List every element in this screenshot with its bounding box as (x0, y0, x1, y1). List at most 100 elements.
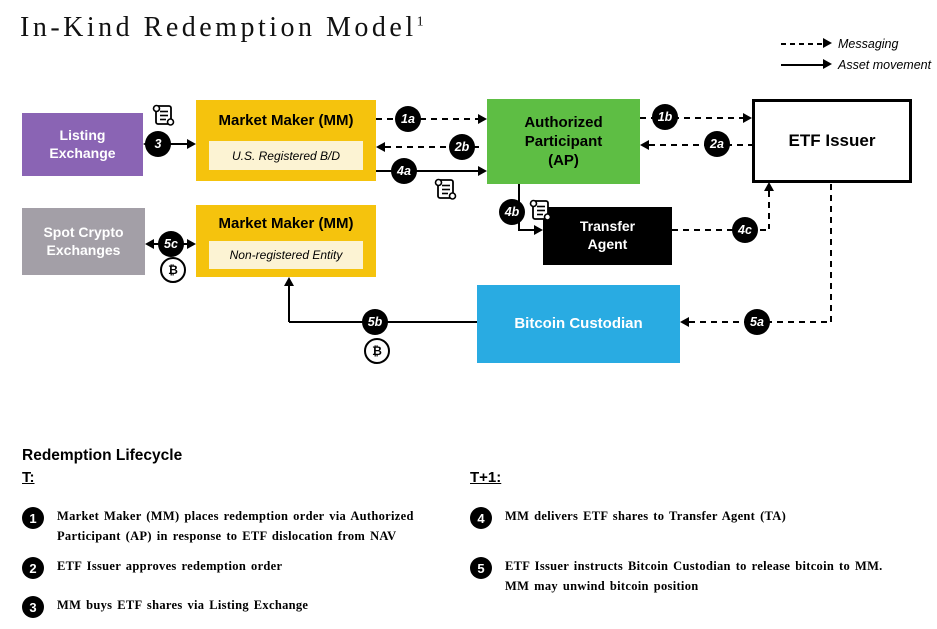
badge-5b: 5b (362, 309, 388, 335)
item-text-line: Participant (AP) in response to ETF disl… (57, 529, 397, 543)
line-5b-vertical (288, 286, 290, 322)
legend-asset-row: Asset movement (781, 57, 931, 73)
node-title: Market Maker (MM) (218, 215, 354, 232)
node-label: Participant (524, 132, 603, 150)
item-text: ETF Issuer instructs Bitcoin Custodian t… (505, 556, 883, 596)
node-market-maker-bottom: Market Maker (MM) Non-registered Entity (196, 205, 376, 277)
item-text: Market Maker (MM) places redemption orde… (57, 506, 414, 546)
arrowhead-1a (478, 114, 487, 124)
node-label: Authorized (524, 113, 603, 131)
badge-1b: 1b (652, 104, 678, 130)
line-1b (640, 117, 743, 119)
node-label: Transfer (579, 218, 636, 235)
scroll-icon-4a (433, 176, 458, 208)
item-text-line: MM buys ETF shares via Listing Exchange (57, 598, 309, 612)
page-title-text: In-Kind Redemption Model (20, 12, 417, 43)
line-2a (649, 144, 752, 146)
node-market-maker-top: Market Maker (MM) U.S. Registered B/D (196, 100, 376, 181)
node-transfer-agent: Transfer Agent (543, 207, 672, 265)
badge-1a: 1a (395, 106, 421, 132)
badge-4a: 4a (391, 158, 417, 184)
line-2b (385, 146, 479, 148)
item-text-line: MM delivers ETF shares to Transfer Agent… (505, 509, 787, 523)
item-number-badge: 5 (470, 557, 492, 579)
line-4b-horizontal (518, 229, 534, 231)
item-text-line: MM may unwind bitcoin position (505, 579, 699, 593)
item-text: MM delivers ETF shares to Transfer Agent… (505, 506, 786, 526)
title-footnote-marker: 1 (416, 14, 424, 30)
lifecycle-item-2: 2 ETF Issuer approves redemption order (22, 556, 452, 579)
node-label: Spot Crypto (43, 223, 124, 240)
item-number-badge: 2 (22, 557, 44, 579)
arrowhead-5c-left (145, 239, 154, 249)
badge-5a: 5a (744, 309, 770, 335)
arrowhead-2b (376, 142, 385, 152)
node-title: Market Maker (MM) (218, 112, 354, 129)
node-label: Agent (587, 236, 628, 252)
badge-2a: 2a (704, 131, 730, 157)
line-4c-vertical (768, 191, 770, 229)
lifecycle-heading: Redemption Lifecycle (22, 447, 183, 464)
lifecycle-item-1: 1 Market Maker (MM) places redemption or… (22, 506, 452, 546)
lifecycle-item-4: 4 MM delivers ETF shares to Transfer Age… (470, 506, 935, 529)
badge-4c: 4c (732, 217, 758, 243)
arrowhead-5b (284, 277, 294, 286)
badge-3: 3 (145, 131, 171, 157)
arrowhead-5c-right (187, 239, 196, 249)
lifecycle-item-5: 5 ETF Issuer instructs Bitcoin Custodian… (470, 556, 935, 596)
line-1a (376, 118, 478, 120)
scroll-icon-4b (528, 197, 553, 229)
node-label: Listing (59, 126, 106, 143)
node-etf-issuer: ETF Issuer (752, 99, 912, 183)
item-number-badge: 3 (22, 596, 44, 618)
item-text: ETF Issuer approves redemption order (57, 556, 282, 576)
bitcoin-icon-5b: ₿ (364, 338, 390, 364)
line-4c-horizontal (672, 229, 769, 231)
dashed-line (781, 43, 823, 45)
arrowhead (823, 38, 832, 48)
bitcoin-symbol: ₿ (168, 263, 178, 277)
node-subtitle: U.S. Registered B/D (209, 141, 363, 170)
node-listing-exchange: Listing Exchange (22, 113, 143, 176)
legend-messaging-row: Messaging (781, 36, 931, 52)
legend-messaging-label: Messaging (838, 37, 899, 51)
badge-5c: 5c (158, 231, 184, 257)
node-spot-crypto-exchanges: Spot Crypto Exchanges (22, 208, 145, 275)
item-text: MM buys ETF shares via Listing Exchange (57, 595, 308, 615)
node-label: Exchange (49, 144, 116, 161)
arrowhead-5a (680, 317, 689, 327)
lifecycle-column-header-t: T: (22, 469, 35, 486)
arrowhead (823, 59, 832, 69)
lifecycle-column-header-t1: T+1: (470, 469, 502, 486)
page-title: In-Kind Redemption Model1 (20, 12, 424, 44)
node-label: ETF Issuer (788, 131, 876, 151)
messaging-dashed-arrow-icon (781, 36, 832, 52)
bitcoin-icon-5c: ₿ (160, 257, 186, 283)
item-text-line: ETF Issuer approves redemption order (57, 559, 283, 573)
lifecycle-item-3: 3 MM buys ETF shares via Listing Exchang… (22, 595, 452, 618)
solid-line (781, 64, 823, 66)
arrowhead-4c (764, 182, 774, 191)
line-5a-vertical (830, 184, 832, 322)
node-label: Bitcoin Custodian (514, 315, 643, 333)
arrowhead-4b (534, 225, 543, 235)
scroll-icon-step3 (151, 102, 176, 134)
node-bitcoin-custodian: Bitcoin Custodian (477, 285, 680, 363)
item-text-line: ETF Issuer instructs Bitcoin Custodian t… (505, 559, 883, 573)
badge-4b: 4b (499, 199, 525, 225)
line-4a (376, 170, 478, 172)
node-authorized-participant: Authorized Participant (AP) (487, 99, 640, 184)
node-subtitle: Non-registered Entity (209, 241, 363, 269)
bitcoin-symbol: ₿ (372, 344, 382, 358)
node-label: Exchanges (46, 241, 121, 258)
node-label: (AP) (548, 152, 579, 170)
item-text-line: Market Maker (MM) places redemption orde… (57, 509, 414, 523)
item-number-badge: 1 (22, 507, 44, 529)
badge-2b: 2b (449, 134, 475, 160)
legend-asset-label: Asset movement (838, 58, 932, 72)
asset-solid-arrow-icon (781, 57, 832, 73)
item-number-badge: 4 (470, 507, 492, 529)
arrowhead-2a (640, 140, 649, 150)
arrowhead-4a (478, 166, 487, 176)
